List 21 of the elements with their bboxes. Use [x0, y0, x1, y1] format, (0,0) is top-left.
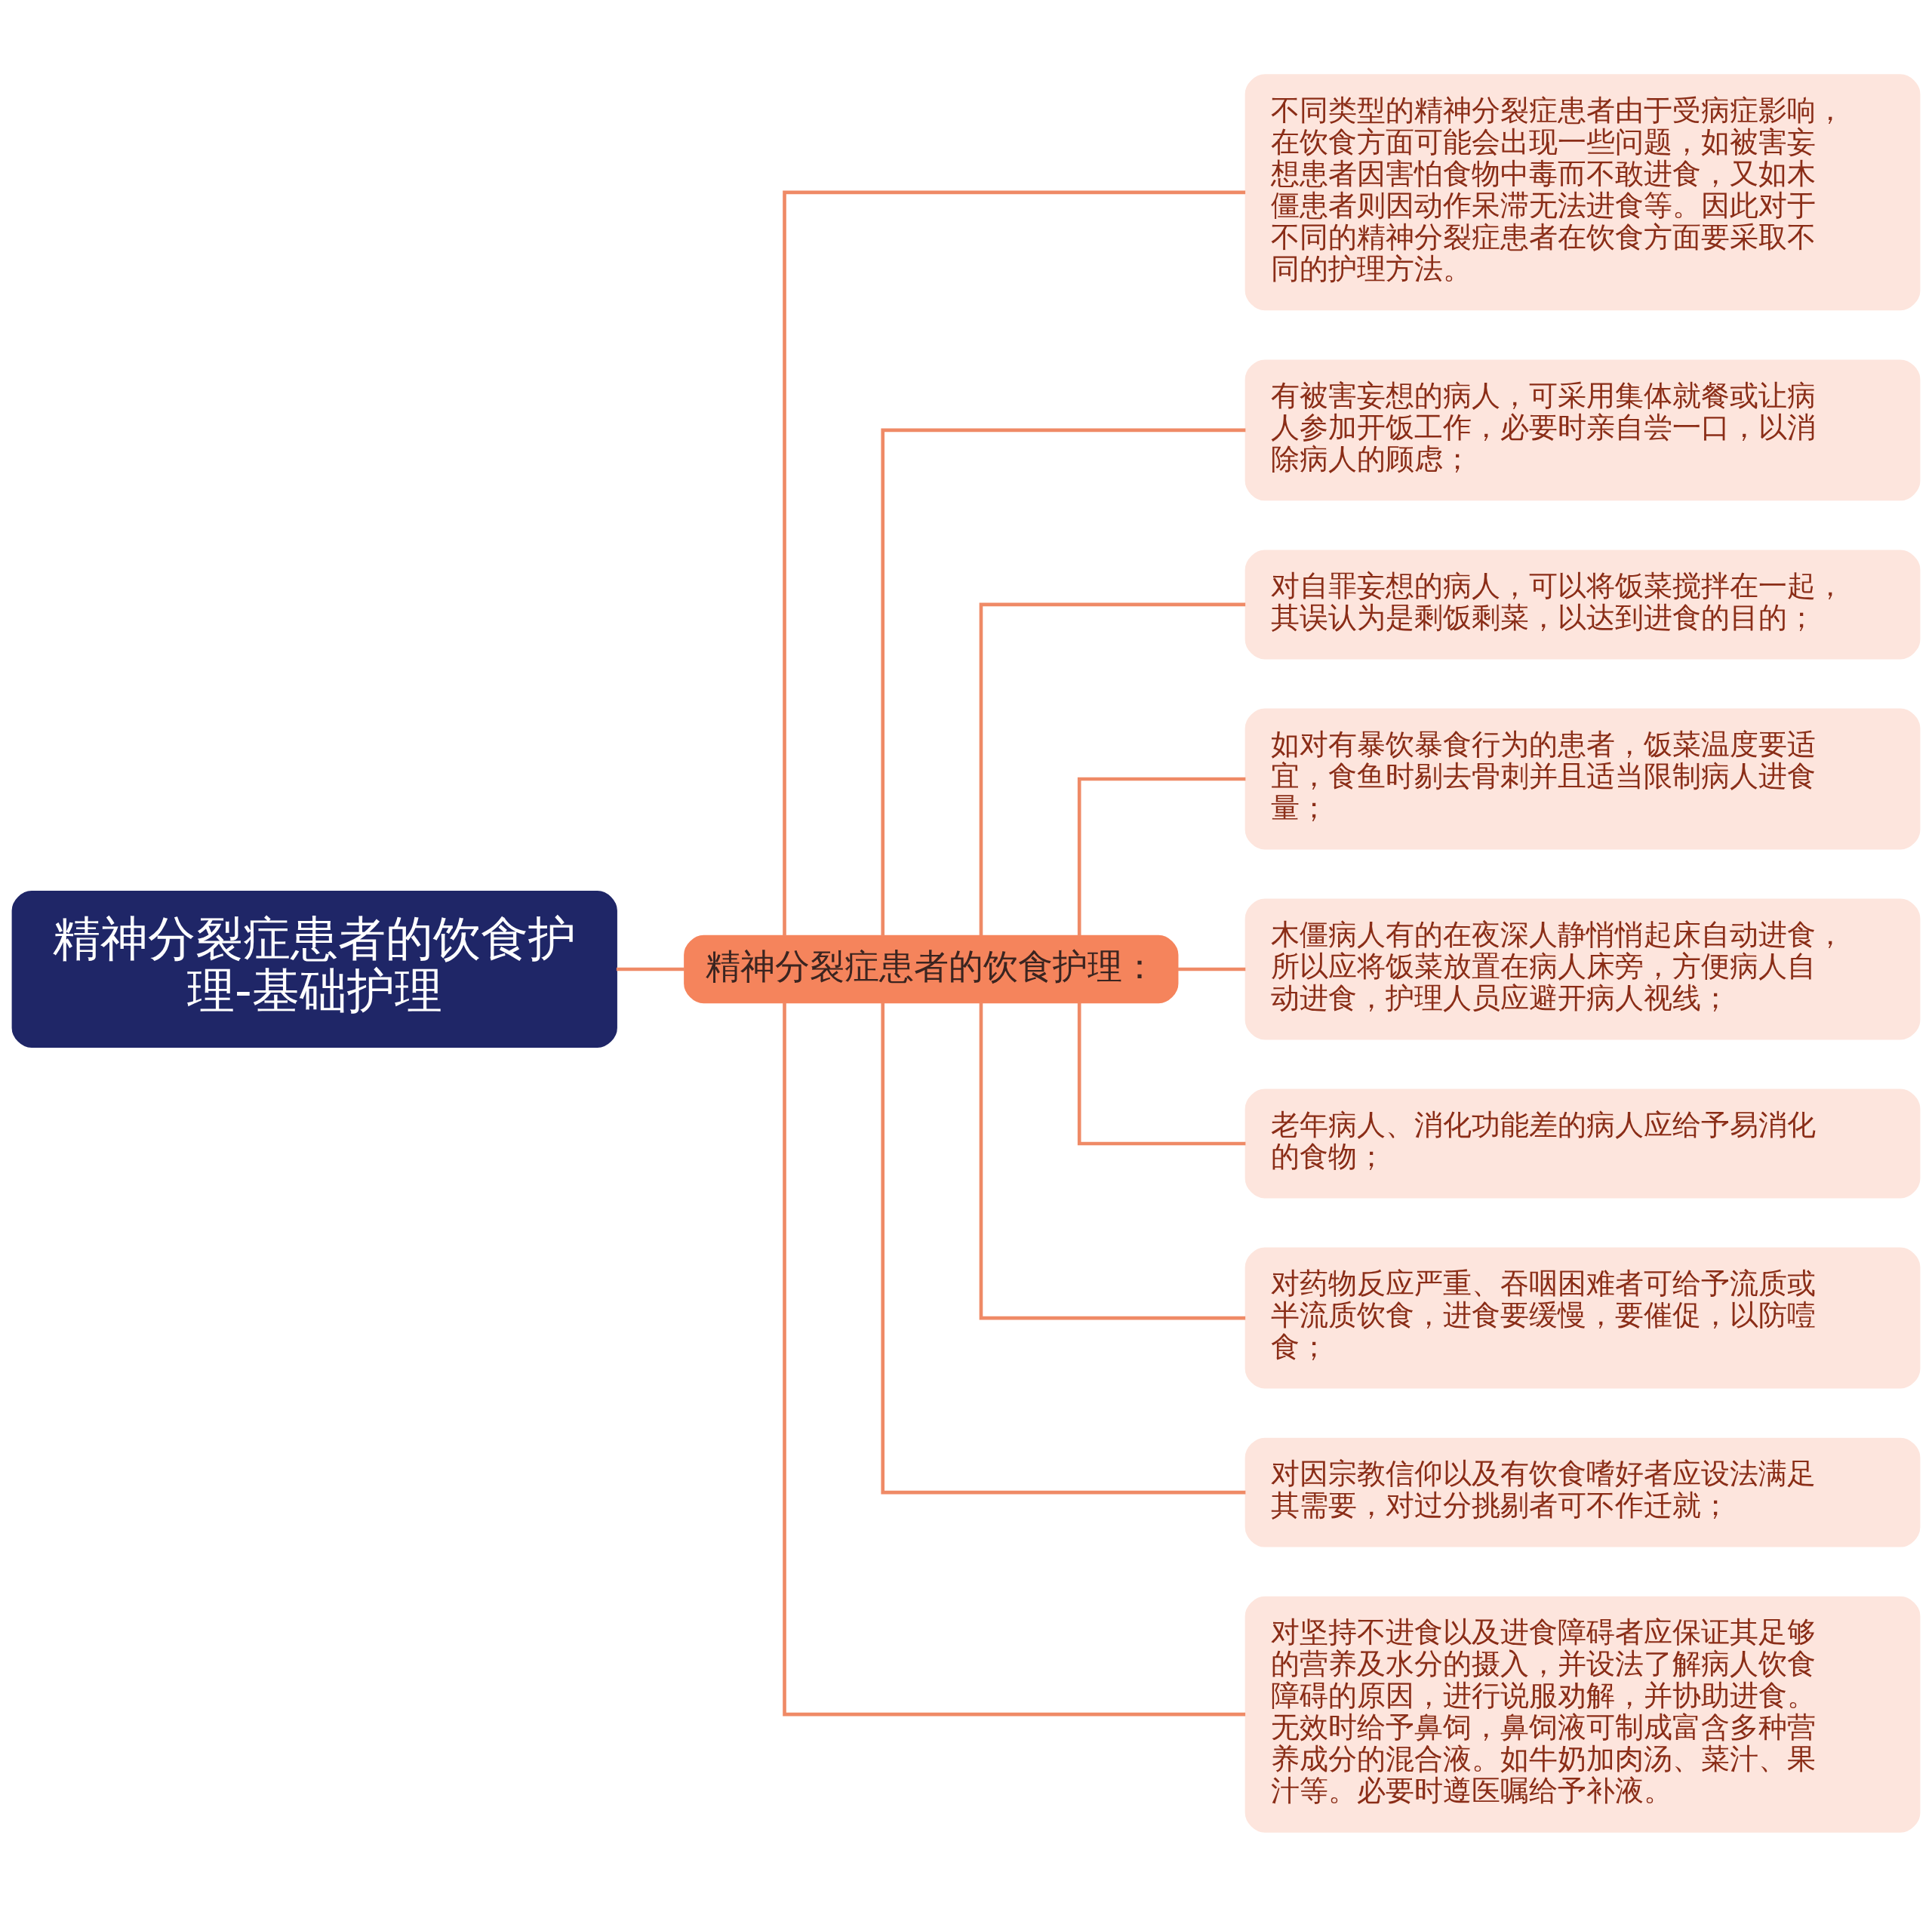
node-box: 如对有暴饮暴食行为的患者，饭菜温度要适宜，食鱼时剔去骨刺并且适当限制病人进食量；	[1244, 708, 1921, 849]
node-box: 精神分裂症患者的饮食护理：	[684, 935, 1179, 1003]
node-box: 对因宗教信仰以及有饮食嗜好者应设法满足其需要，对过分挑剔者可不作迁就；	[1244, 1437, 1921, 1547]
connector	[979, 1002, 1246, 1319]
connector	[979, 602, 1246, 935]
connector	[881, 428, 1246, 936]
connector	[783, 190, 1246, 936]
connector	[881, 1002, 1246, 1494]
node-box: 对自罪妄想的病人，可以将饭菜搅拌在一起，其误认为是剩饭剩菜，以达到进食的目的；	[1244, 549, 1921, 659]
connector	[1177, 967, 1246, 971]
node-box: 对坚持不进食以及进食障碍者应保证其足够的营养及水分的摄入，并设法了解病人饮食障碍的原因，进行说服劝解，并协助进食。无效时给予鼻饲，鼻饲液可制成富含多种营养成分的混合液。如牛奶加肉汤、菜汁、果汁等。必要时遵医嘱给予补液。	[1244, 1596, 1921, 1833]
node-box: 不同类型的精神分裂症患者由于受病症影响，在饮食方面可能会出现一些问题，如被害妄想患者因害怕食物中毒而不敢进食，又如木僵患者则因动作呆滞无法进食等。因此对于不同的精神分裂症患者在饮食方面要采取不同的护理方法。	[1244, 73, 1921, 310]
connector	[1077, 777, 1246, 935]
node-box: 有被害妄想的病人，可采用集体就餐或让病人参加开饭工作，必要时亲自尝一口，以消除病人的顾虑；	[1244, 359, 1921, 500]
node-box: 精神分裂症患者的饮食护理-基础护理	[11, 890, 617, 1048]
connector	[1077, 1002, 1246, 1145]
node-box: 对药物反应严重、吞咽困难者可给予流质或半流质饮食，进食要缓慢，要催促，以防噎食；	[1244, 1247, 1921, 1389]
connector	[616, 967, 685, 971]
node-box: 老年病人、消化功能差的病人应给予易消化的食物；	[1244, 1088, 1921, 1198]
node-box: 木僵病人有的在夜深人静悄悄起床自动进食，所以应将饭菜放置在病人床旁，方便病人自动进食，护理人员应避开病人视线；	[1244, 898, 1921, 1039]
connector	[783, 1002, 1246, 1716]
